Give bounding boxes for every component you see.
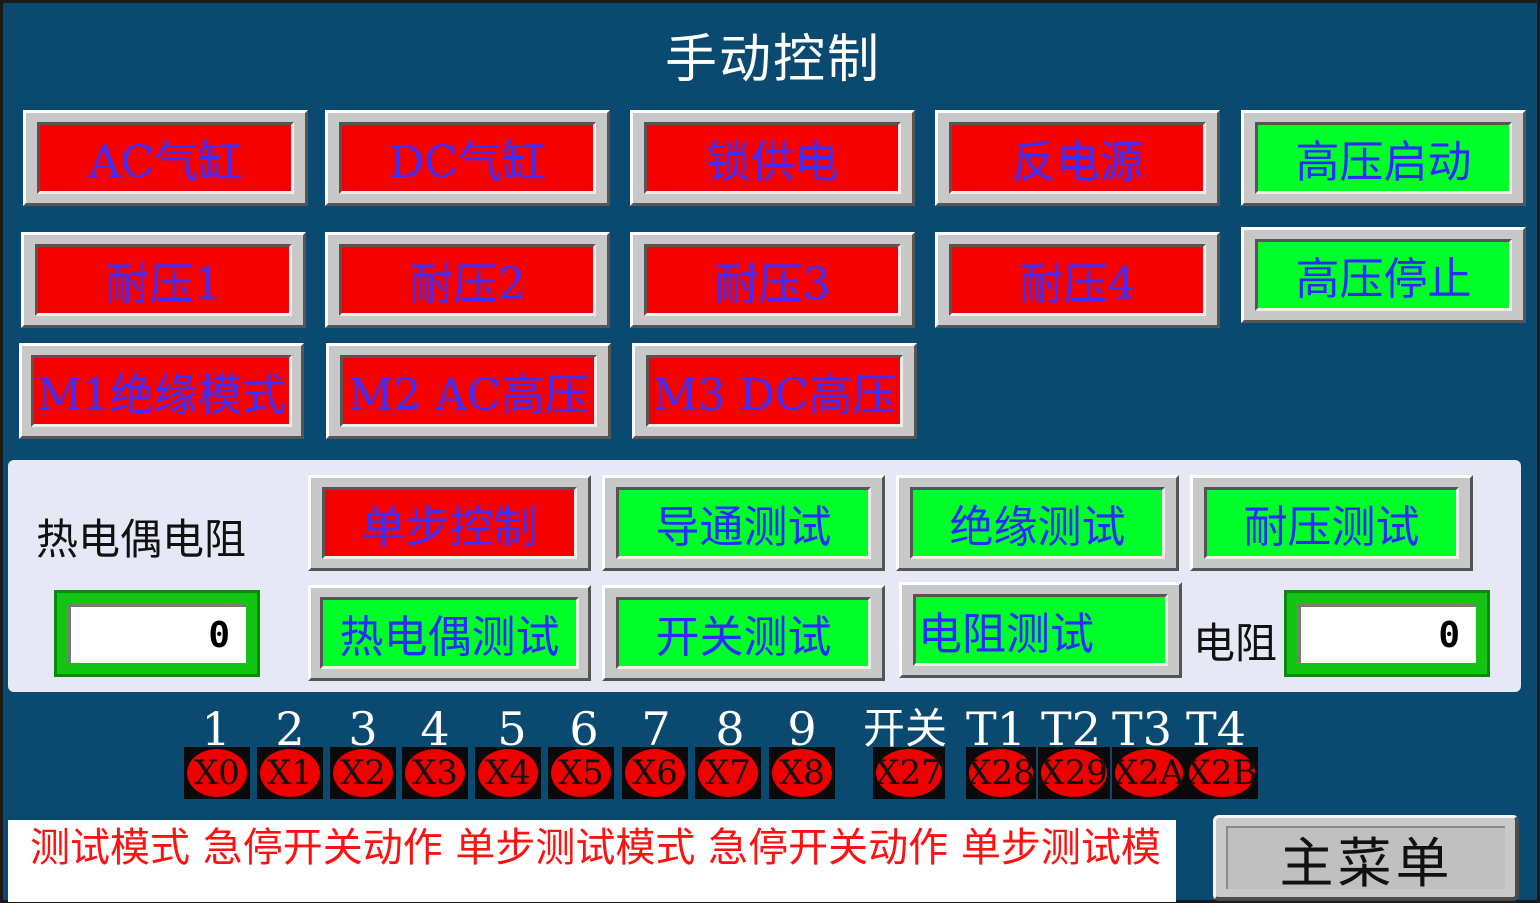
withstand-4-button[interactable]: 耐压4	[935, 232, 1220, 328]
ac-cylinder-button[interactable]: AC气缸	[23, 110, 308, 206]
withstand-4-label: 耐压4	[949, 244, 1206, 316]
resistance-value-display: 0	[1284, 590, 1490, 677]
dc-cylinder-button[interactable]: DC气缸	[325, 110, 610, 206]
io-number: 开关	[862, 704, 947, 753]
main-menu-label: 主菜单	[1226, 826, 1505, 895]
withstand-test-button[interactable]: 耐压测试	[1190, 475, 1473, 571]
io-lamp-label: X2	[333, 749, 393, 797]
lock-power-button[interactable]: 锁供电	[630, 110, 915, 206]
io-lamp: X27	[873, 747, 945, 799]
io-lamp-label: X8	[772, 749, 832, 797]
io-lamp-label: X2A	[1115, 749, 1183, 797]
io-number: 2	[275, 702, 305, 756]
withstand-1-label: 耐压1	[35, 244, 292, 316]
m3-dc-hv-button[interactable]: M3 DC高压	[632, 343, 917, 439]
io-number: 5	[497, 702, 527, 756]
withstand-3-button[interactable]: 耐压3	[630, 232, 915, 328]
insulation-test-label: 绝缘测试	[910, 487, 1165, 559]
m3-dc-hv-label: M3 DC高压	[646, 355, 903, 427]
io-lamp-label: X0	[187, 749, 247, 797]
io-number: 6	[569, 702, 599, 756]
io-lamp: X2A	[1112, 747, 1186, 799]
withstand-2-button[interactable]: 耐压2	[325, 232, 610, 328]
io-lamp-label: X3	[405, 749, 465, 797]
io-lamp-label: X28	[969, 749, 1033, 797]
io-number: 7	[641, 702, 671, 756]
single-step-control-label: 单步控制	[322, 487, 577, 559]
lock-power-label: 锁供电	[644, 122, 901, 194]
m1-insulation-mode-label: M1绝缘模式	[31, 355, 292, 427]
m1-insulation-mode-button[interactable]: M1绝缘模式	[19, 343, 304, 439]
io-lamp-label: X1	[260, 749, 320, 797]
io-lamp: X1	[257, 747, 323, 799]
io-lamp: X3	[402, 747, 468, 799]
m2-ac-hv-label: M2 AC高压	[340, 355, 597, 427]
resistance-label: 电阻	[1193, 619, 1278, 668]
io-lamp-label: X4	[478, 749, 538, 797]
hv-stop-button[interactable]: 高压停止	[1241, 227, 1526, 323]
hv-start-label: 高压启动	[1255, 122, 1512, 194]
insulation-test-button[interactable]: 绝缘测试	[896, 475, 1179, 571]
io-lamp: X2	[330, 747, 396, 799]
io-number: 4	[420, 702, 450, 756]
resistance-test-label: 电阻测试	[913, 594, 1168, 666]
io-lamp: X0	[184, 747, 250, 799]
dc-cylinder-label: DC气缸	[339, 122, 596, 194]
main-menu-button[interactable]: 主菜单	[1213, 815, 1519, 901]
io-number: 9	[787, 702, 817, 756]
page-title: 手动控制	[664, 30, 881, 90]
io-lamp: X6	[622, 747, 688, 799]
io-lamp: X2B	[1186, 747, 1258, 799]
io-lamp: X4	[475, 747, 541, 799]
thermocouple-test-button[interactable]: 热电偶测试	[308, 585, 591, 681]
io-number: T1	[966, 702, 1026, 756]
single-step-control-button[interactable]: 单步控制	[308, 475, 591, 571]
reverse-power-label: 反电源	[949, 122, 1206, 194]
io-lamp: X29	[1038, 747, 1110, 799]
io-lamp-label: X6	[625, 749, 685, 797]
switch-test-button[interactable]: 开关测试	[602, 585, 885, 681]
io-lamp: X8	[769, 747, 835, 799]
resistance-value: 0	[1298, 604, 1476, 663]
io-lamp-label: X5	[551, 749, 611, 797]
switch-test-label: 开关测试	[616, 597, 871, 669]
test-panel: 热电偶电阻 0 单步控制 导通测试 绝缘测试 耐压测试 热电偶测试 开关测试 电…	[8, 460, 1521, 692]
io-number: 3	[348, 702, 378, 756]
withstand-2-label: 耐压2	[339, 244, 596, 316]
thermocouple-value: 0	[68, 604, 246, 663]
reverse-power-button[interactable]: 反电源	[935, 110, 1220, 206]
withstand-1-button[interactable]: 耐压1	[21, 232, 306, 328]
io-number: 8	[715, 702, 745, 756]
io-lamp: X28	[966, 747, 1036, 799]
io-lamp: X5	[548, 747, 614, 799]
ac-cylinder-label: AC气缸	[37, 122, 294, 194]
io-number: T3	[1112, 702, 1172, 756]
continuity-test-button[interactable]: 导通测试	[602, 475, 885, 571]
continuity-test-label: 导通测试	[616, 487, 871, 559]
io-number: T4	[1186, 702, 1246, 756]
thermocouple-value-display: 0	[54, 590, 260, 677]
withstand-test-label: 耐压测试	[1204, 487, 1459, 559]
hv-start-button[interactable]: 高压启动	[1241, 110, 1526, 206]
withstand-3-label: 耐压3	[644, 244, 901, 316]
io-lamp: X7	[695, 747, 761, 799]
io-lamp-label: X7	[698, 749, 758, 797]
thermocouple-test-label: 热电偶测试	[320, 597, 579, 669]
io-lamp-label: X2B	[1189, 749, 1255, 797]
io-number: T2	[1041, 702, 1101, 756]
status-marquee: 测试模式 急停开关动作 单步测试模式 急停开关动作 单步测试模	[8, 820, 1176, 902]
hv-stop-label: 高压停止	[1255, 239, 1512, 311]
io-number: 1	[201, 702, 231, 756]
resistance-test-button[interactable]: 电阻测试	[899, 582, 1182, 678]
io-lamp-label: X29	[1041, 749, 1107, 797]
io-lamp-label: X27	[876, 749, 942, 797]
thermocouple-resistance-label: 热电偶电阻	[36, 515, 247, 564]
m2-ac-hv-button[interactable]: M2 AC高压	[326, 343, 611, 439]
